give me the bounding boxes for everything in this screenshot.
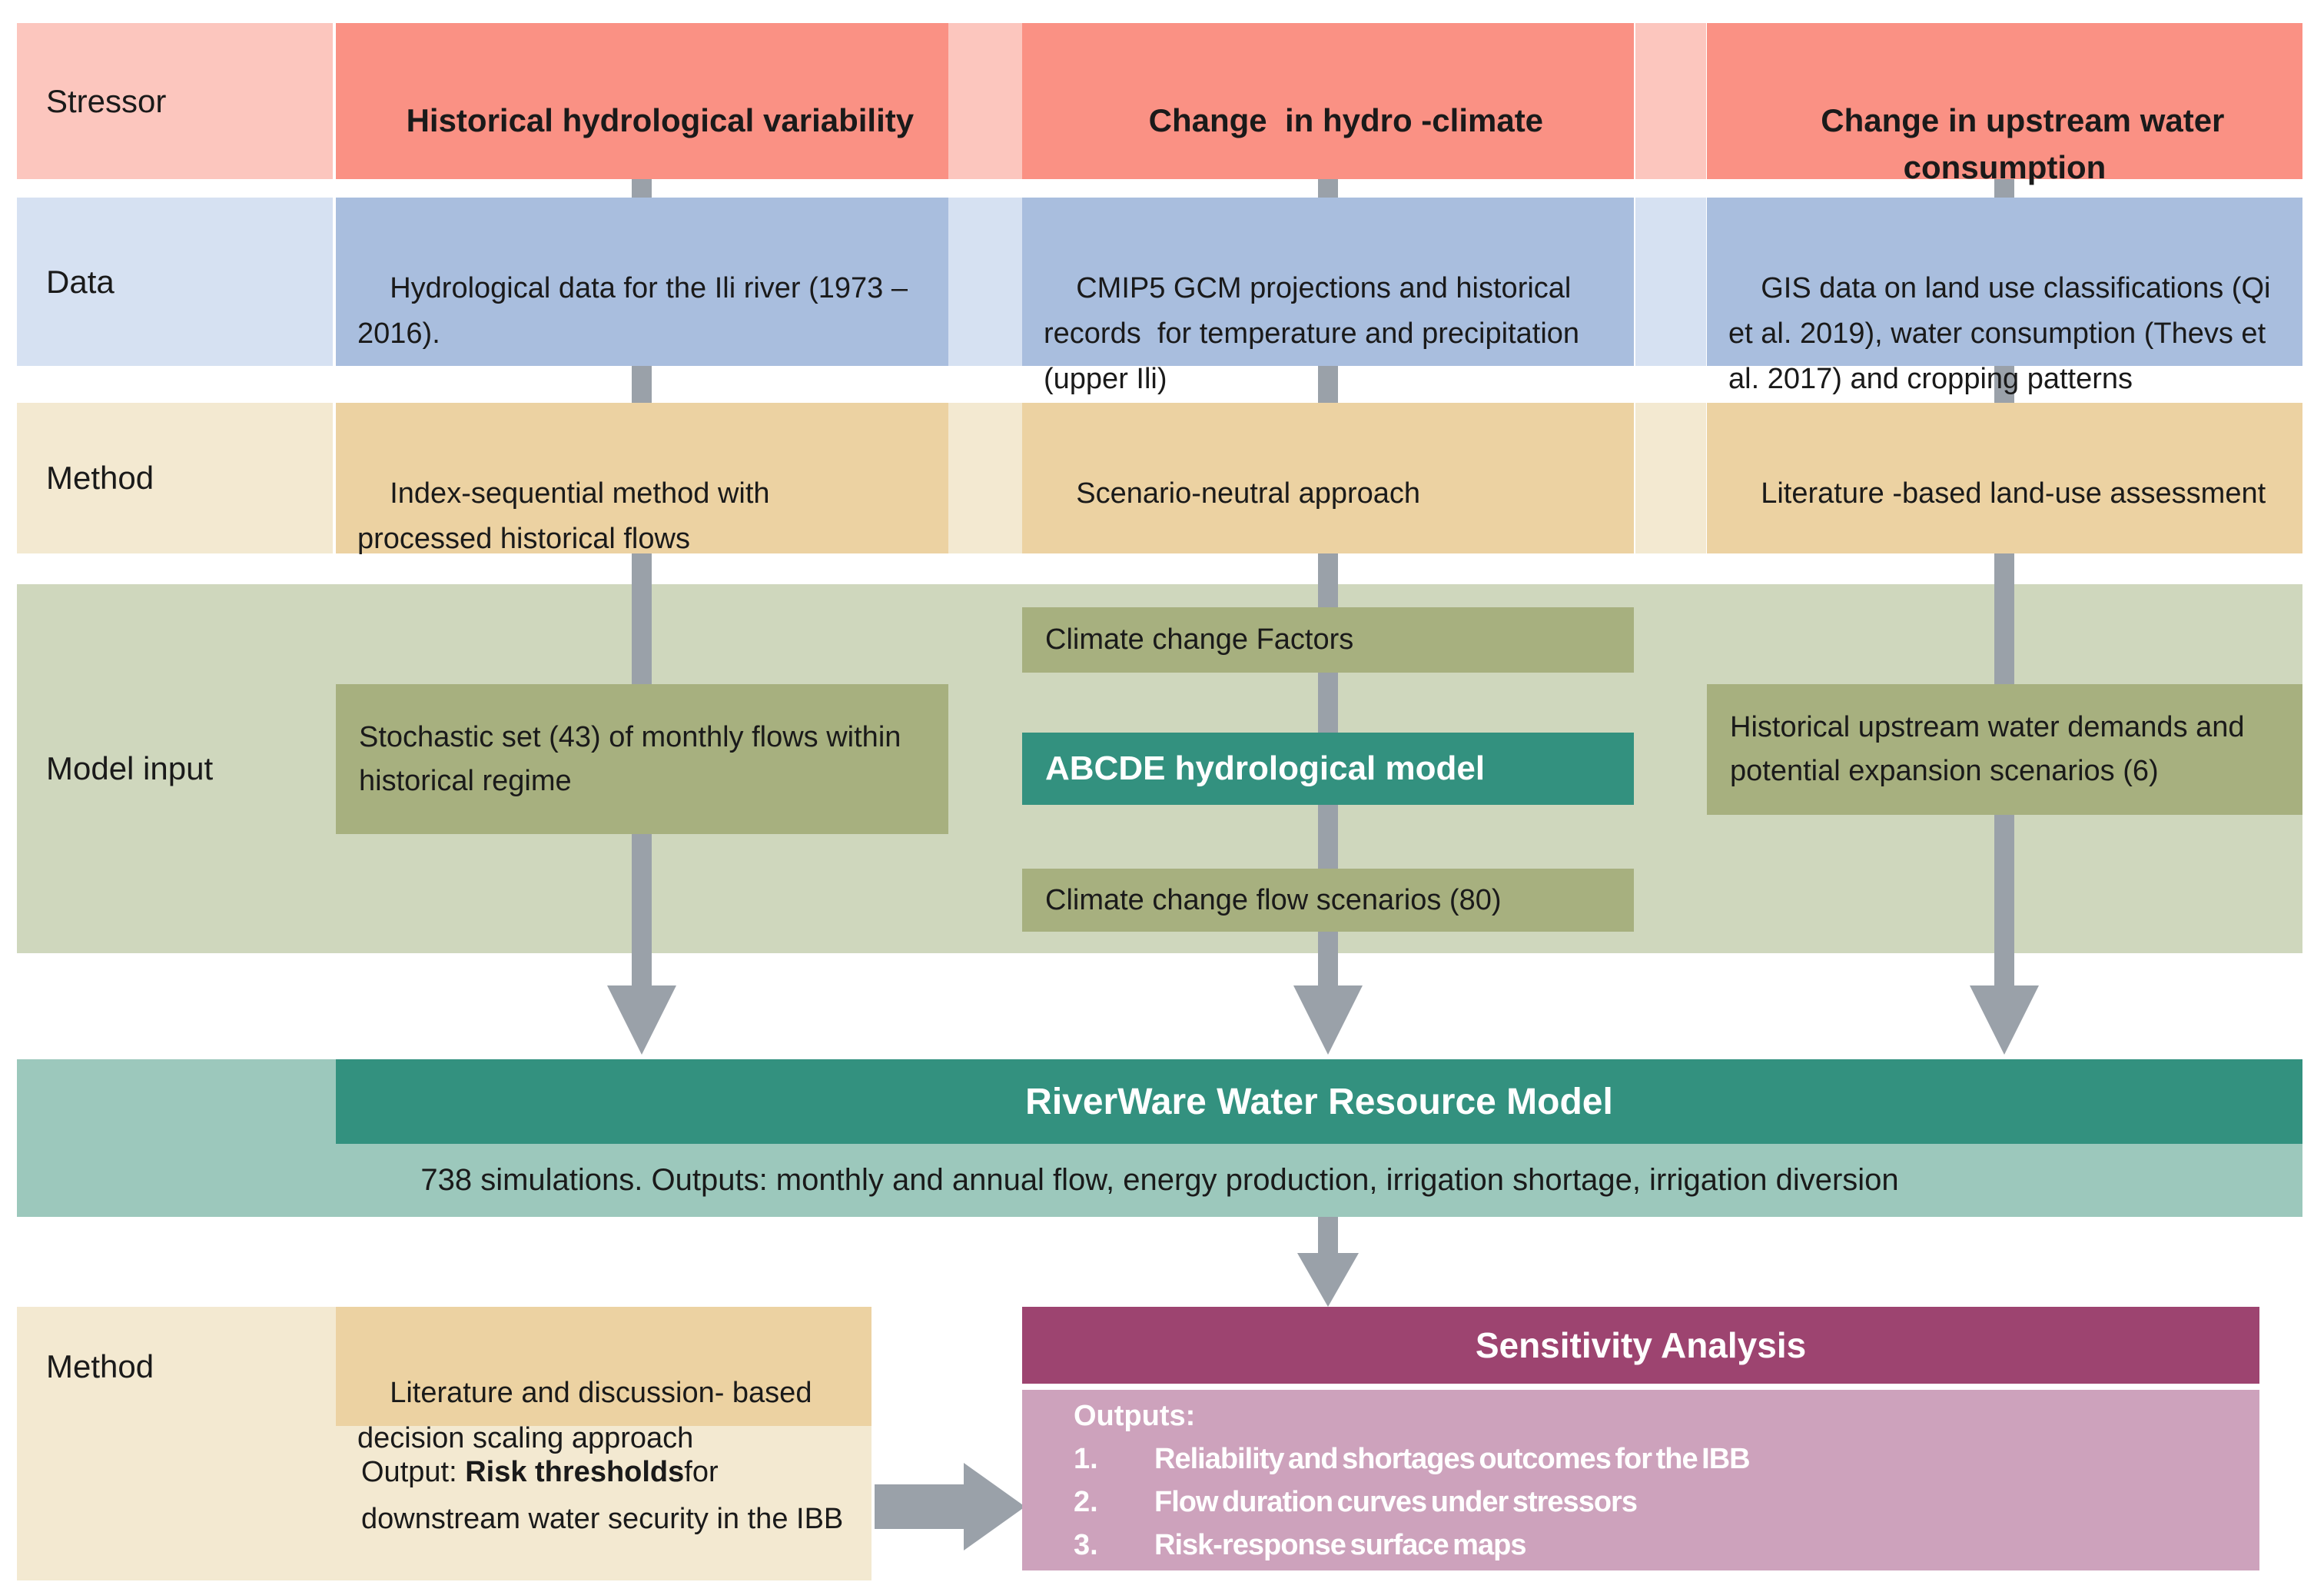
method-box-literature-landuse: Literature -based land-use assessment <box>1707 403 2302 553</box>
method-box-index-sequential: Index-sequential method with processed h… <box>336 403 948 555</box>
connector-col2-e <box>1318 805 1338 869</box>
row1-gap-strip-right <box>1635 23 1706 179</box>
data-label-text: Data <box>46 263 115 300</box>
sensitivity-title-bar: Sensitivity Analysis <box>1022 1307 2259 1384</box>
connector-col3-c <box>1994 553 2014 684</box>
stressor-col3-text: Change in upstream water consumption <box>1821 101 2234 185</box>
stressor-label-text: Stressor <box>46 82 167 119</box>
stressor-box-upstream-consumption: Change in upstream water consumption <box>1707 23 2302 185</box>
sensitivity-item-2: 2. Flow duration curves under stressors <box>1074 1481 2259 1524</box>
row3-gap-strip-left <box>948 403 1022 553</box>
connector-col3-b <box>1994 366 2014 403</box>
connector-col2-f <box>1318 932 1338 985</box>
row-label-model-input: Model input <box>17 584 333 953</box>
arrow-down-col3-icon <box>1970 985 2039 1055</box>
data-col1-text: Hydrological data for the Ili river (197… <box>357 271 916 350</box>
stressor-box-hydro-climate: Change in hydro -climate <box>1022 23 1634 179</box>
method-col2-text: Scenario-neutral approach <box>1076 477 1421 510</box>
stressor-col2-text: Change in hydro -climate <box>1148 101 1544 138</box>
stressor-box-historical-variability: Historical hydrological variability <box>336 23 948 179</box>
sensitivity-body: Outputs: 1. Reliability and shortages ou… <box>1022 1390 2259 1570</box>
output-bold-text: Risk thresholds <box>465 1456 685 1488</box>
decision-scaling-text: Literature and discussion- based decisio… <box>357 1376 821 1454</box>
connector-col2-d <box>1318 673 1338 733</box>
connector-riverware-sensitivity <box>1318 1217 1338 1253</box>
model-input-box-upstream-demands: Historical upstream water demands and po… <box>1707 684 2302 815</box>
arrow-down-col1-icon <box>607 985 676 1055</box>
row1-gap-strip-left <box>948 23 1022 179</box>
sensitivity-title-text: Sensitivity Analysis <box>1475 1325 1807 1365</box>
connector-col2-a <box>1318 179 1338 198</box>
bottom-method-label-text: Method <box>46 1348 154 1384</box>
row-label-method: Method <box>17 403 333 553</box>
model-input-col3-text: Historical upstream water demands and po… <box>1730 711 2245 787</box>
bottom-box-decision-scaling: Literature and discussion- based decisio… <box>336 1307 872 1454</box>
flow-scenarios-text: Climate change flow scenarios (80) <box>1045 883 1502 916</box>
row-label-data: Data <box>17 198 333 366</box>
method-col3-text: Literature -based land-use assessment <box>1761 477 2266 510</box>
item-1-text: Reliability and shortages outcomes for t… <box>1154 1443 1751 1475</box>
row-label-stressor: Stressor <box>17 23 333 179</box>
model-input-label-text: Model input <box>46 750 214 786</box>
connector-col2-b <box>1318 366 1338 403</box>
connector-col1-d <box>632 834 652 985</box>
sensitivity-item-3: 3. Risk-response surface maps <box>1074 1524 2259 1567</box>
climate-factors-text: Climate change Factors <box>1045 623 1354 656</box>
connector-col3-a <box>1994 179 2014 198</box>
arrow-right-sensitivity-icon <box>964 1463 1025 1550</box>
item-2-text: Flow duration curves under stressors <box>1154 1486 1638 1518</box>
riverware-subtitle-text: 738 simulations. Outputs: monthly and an… <box>420 1162 1899 1197</box>
output-rest-text: for downstream water security in the IBB <box>361 1456 844 1535</box>
data-box-ili-river: Hydrological data for the Ili river (197… <box>336 198 948 366</box>
method-label-text: Method <box>46 460 154 496</box>
connector-output-sensitivity <box>875 1484 964 1529</box>
sensitivity-item-1: 1. Reliability and shortages outcomes fo… <box>1074 1437 2259 1481</box>
model-input-box-abcde-model: ABCDE hydrological model <box>1022 733 1634 805</box>
model-input-box-climate-factors: Climate change Factors <box>1022 607 1634 673</box>
connector-col1-c <box>632 553 652 684</box>
bottom-output-text: Output: Risk thresholdsfor downstream wa… <box>361 1449 861 1543</box>
data-box-cmip5: CMIP5 GCM projections and historical rec… <box>1022 198 1634 395</box>
riverware-title-text: RiverWare Water Resource Model <box>1025 1081 1613 1122</box>
data-col3-text: GIS data on land use classifications (Qi… <box>1728 271 2279 395</box>
model-input-box-flow-scenarios: Climate change flow scenarios (80) <box>1022 869 1634 932</box>
row3-gap-strip-right <box>1635 403 1706 553</box>
arrow-down-col2-icon <box>1293 985 1363 1055</box>
connector-col2-c <box>1318 553 1338 607</box>
model-input-box-stochastic: Stochastic set (43) of monthly flows wit… <box>336 684 948 834</box>
method-box-scenario-neutral: Scenario-neutral approach <box>1022 403 1634 553</box>
data-box-gis: GIS data on land use classifications (Qi… <box>1707 198 2302 395</box>
output-prefix-text: Output: <box>361 1456 466 1488</box>
abcde-model-text: ABCDE hydrological model <box>1045 749 1486 787</box>
connector-col1-a <box>632 179 652 198</box>
connector-col3-d <box>1994 815 2014 985</box>
item-1-number: 1. <box>1074 1443 1098 1475</box>
row2-gap-strip-left <box>948 198 1022 366</box>
row-label-method-bottom: Method <box>17 1307 333 1426</box>
item-2-number: 2. <box>1074 1486 1098 1518</box>
connector-col1-b <box>632 366 652 403</box>
item-3-text: Risk-response surface maps <box>1154 1529 1526 1561</box>
method-col1-text: Index-sequential method with processed h… <box>357 477 779 555</box>
stressor-col1-text: Historical hydrological variability <box>406 101 915 138</box>
arrow-down-sensitivity-icon <box>1297 1253 1359 1307</box>
riverware-subtitle: 738 simulations. Outputs: monthly and an… <box>17 1149 2302 1211</box>
row2-gap-strip-right <box>1635 198 1706 366</box>
riverware-title-bar: RiverWare Water Resource Model <box>336 1059 2302 1144</box>
data-col2-text: CMIP5 GCM projections and historical rec… <box>1044 271 1588 395</box>
model-input-col1-text: Stochastic set (43) of monthly flows wit… <box>359 720 901 797</box>
sensitivity-outputs-label: Outputs: <box>1074 1400 1196 1432</box>
item-3-number: 3. <box>1074 1529 1098 1561</box>
